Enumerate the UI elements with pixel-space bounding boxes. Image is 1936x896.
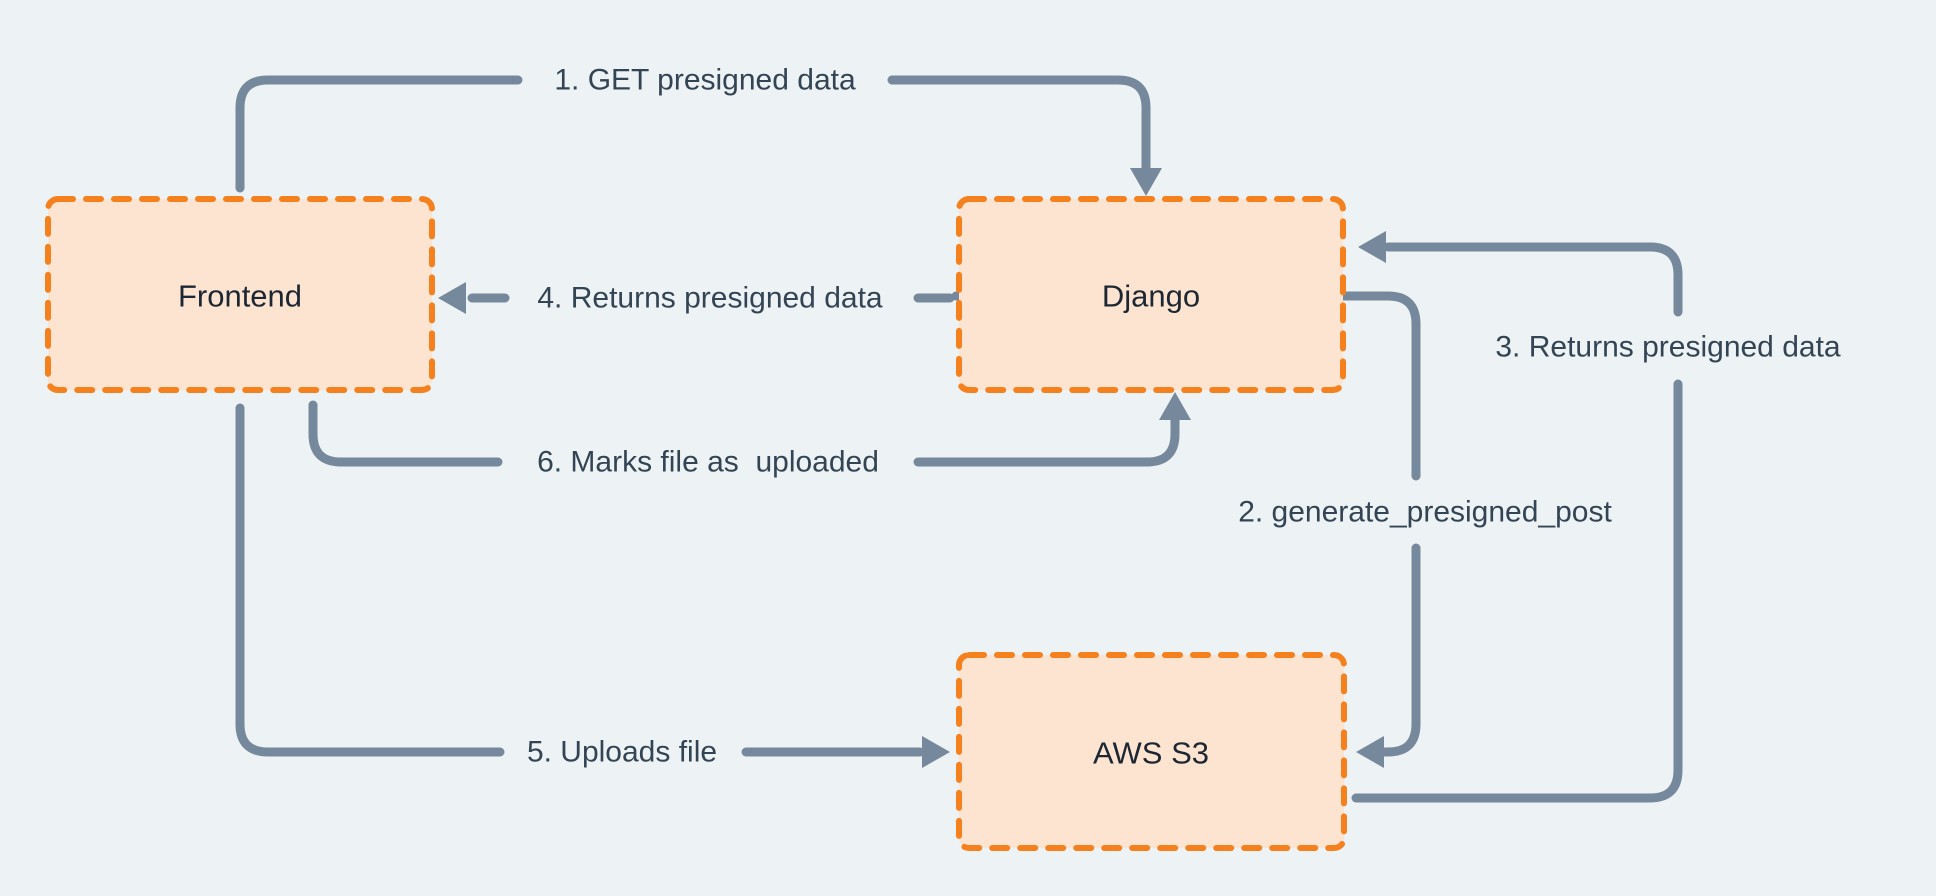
node-aws-s3: AWS S3 [956, 652, 1347, 851]
node-box-django [956, 196, 1346, 393]
edge-line [951, 291, 1421, 481]
edge-label-step-6: 6. Marks file as uploaded [537, 446, 879, 479]
arrowhead-left-icon [1356, 736, 1384, 768]
edge-line [235, 403, 505, 757]
edge-line [1379, 543, 1421, 757]
node-frontend: Frontend [45, 196, 435, 393]
arrowhead-left-icon [438, 282, 466, 314]
arrowhead-up-icon [1159, 392, 1191, 420]
edge-label-step-4: 4. Returns presigned data [537, 282, 883, 315]
edge-label-step-1: 1. GET presigned data [554, 64, 856, 97]
node-label-aws-s3: AWS S3 [1093, 736, 1209, 771]
edge-line [913, 415, 1180, 467]
edge-line [235, 75, 523, 193]
node-label-frontend: Frontend [178, 279, 302, 314]
edge-line [308, 400, 503, 467]
edge-label-step-3: 3. Returns presigned data [1495, 331, 1841, 364]
node-label-django: Django [1102, 279, 1200, 314]
node-django: Django [956, 196, 1346, 393]
edge-label-step-5: 5. Uploads file [527, 736, 717, 769]
edge-step-1: 1. GET presigned data [235, 57, 1162, 196]
edge-line [1383, 242, 1683, 317]
edge-step-4: 4. Returns presigned data [438, 275, 955, 322]
node-box-frontend [45, 196, 435, 393]
edge-label-step-2: 2. generate_presigned_post [1238, 496, 1612, 529]
edge-step-5: 5. Uploads file [235, 403, 950, 776]
arrowhead-right-icon [922, 736, 950, 768]
edge-step-3: 3. Returns presigned data [1351, 231, 1848, 803]
edge-step-2: 2. generate_presigned_post [951, 291, 1619, 768]
edge-line [1351, 379, 1683, 803]
edge-line [887, 75, 1151, 175]
edge-step-6: 6. Marks file as uploaded [308, 392, 1191, 486]
node-box-aws-s3 [956, 652, 1347, 851]
arrowhead-down-icon [1130, 168, 1162, 196]
arrowhead-left-icon [1358, 231, 1386, 263]
